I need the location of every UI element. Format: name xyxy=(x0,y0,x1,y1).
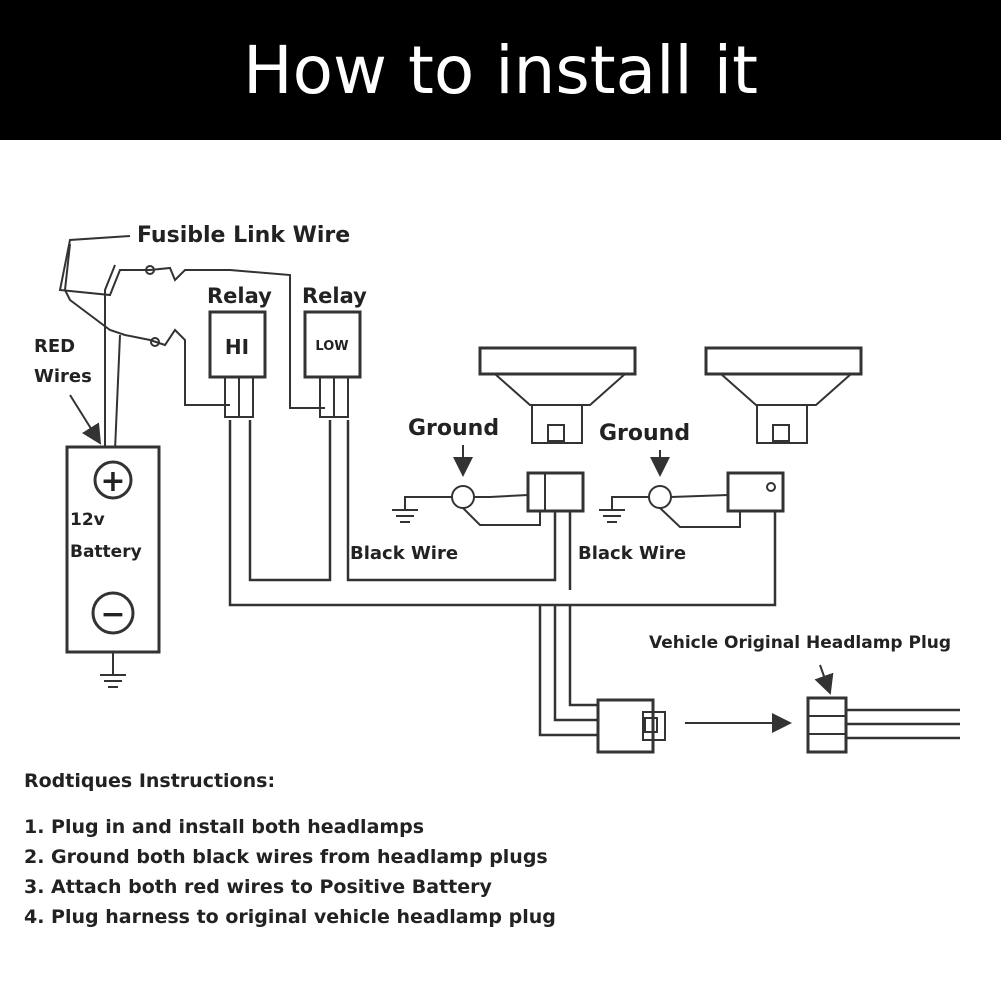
fusible-link-wires xyxy=(58,235,325,451)
battery-label-line1: 12v xyxy=(70,510,105,530)
vehicle-plug-label: Vehicle Original Headlamp Plug xyxy=(649,633,951,653)
fusible-link-label: Fusible Link Wire xyxy=(137,223,350,248)
ground-label-left: Ground xyxy=(408,416,499,441)
relay-low-tag: LOW xyxy=(315,339,348,354)
headlamp-plug-right xyxy=(726,471,785,513)
instruction-step: 1. Plug in and install both headlamps xyxy=(24,816,425,838)
instruction-step: 3. Attach both red wires to Positive Bat… xyxy=(24,876,492,898)
red-wires-label-line2: Wires xyxy=(34,366,92,387)
relay-low-title: Relay xyxy=(302,284,367,308)
battery-label-line2: Battery xyxy=(70,542,142,562)
red-wires-label-line1: RED xyxy=(34,336,75,357)
instructions-title: Rodtiques Instructions: xyxy=(24,770,276,792)
black-wire-label-right: Black Wire xyxy=(578,543,686,564)
headlamp-plug-left xyxy=(526,471,585,513)
relay-hi-title: Relay xyxy=(207,284,272,308)
ground-connector-right xyxy=(599,450,741,528)
ground-label-right: Ground xyxy=(599,421,690,446)
title-banner: How to install it xyxy=(0,0,1001,140)
battery xyxy=(65,445,161,688)
relay-hi xyxy=(208,310,267,418)
page-title: How to install it xyxy=(243,31,758,109)
instructions-panel: Rodtiques Instructions: 1. Plug in and i… xyxy=(24,770,724,932)
ground-connector-left xyxy=(392,445,541,526)
headlamp-right xyxy=(704,346,863,444)
vehicle-headlamp-plug xyxy=(806,664,960,754)
relay-low xyxy=(303,310,362,418)
black-wire-label-left: Black Wire xyxy=(350,543,458,564)
main-harness xyxy=(228,420,777,737)
harness-plug xyxy=(596,698,666,754)
instruction-step: 2. Ground both black wires from headlamp… xyxy=(24,846,548,868)
relay-hi-tag: HI xyxy=(225,335,249,359)
wiring-diagram: Fusible Link Wire RED Wires + 12v Batter… xyxy=(34,223,960,754)
instruction-step: 4. Plug harness to original vehicle head… xyxy=(24,906,556,928)
battery-minus: − xyxy=(100,597,125,632)
red-wires-arrow xyxy=(69,394,102,445)
battery-plus: + xyxy=(100,464,125,499)
headlamp-left xyxy=(478,346,637,444)
